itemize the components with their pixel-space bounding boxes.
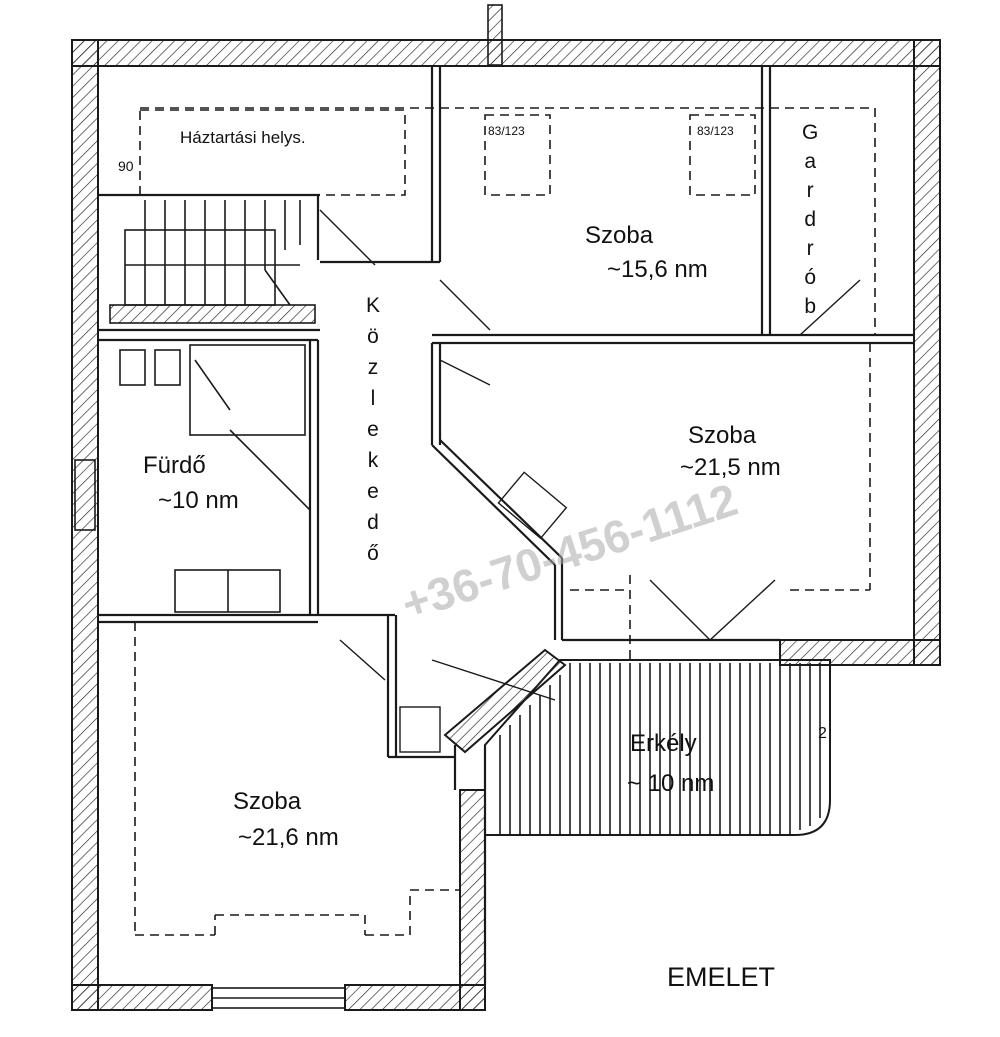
wardrobe-letter: b [804,295,817,318]
corridor-letter: ö [367,325,379,348]
balcony-floor [443,648,831,836]
wardrobe-letter: G [802,121,819,144]
dimension-note: 90 [118,158,134,174]
staircase [109,200,316,324]
wardrobe-letter: a [804,150,817,173]
door-swings [319,209,861,753]
corridor-letter: ő [367,542,379,565]
bedroom-right-area: ~21,5 nm [680,454,781,481]
dimension-note: 2 [818,725,827,742]
dashed-outlines [134,107,876,936]
floor-title: EMELET [667,962,776,992]
bedroom-left-name: Szoba [233,788,302,815]
corridor-letter: d [367,511,379,534]
wardrobe-letter: r [806,237,814,260]
dimension-note: 83/123 [488,124,525,138]
wardrobe-label: G a r d r ó b [802,122,818,317]
window-left [74,459,96,531]
interior-walls [98,66,914,985]
bedroom-top-name: Szoba [585,222,654,249]
corridor-letter: k [367,449,379,472]
bathroom-name: Fürdő [143,452,206,479]
wardrobe-letter: d [804,208,817,231]
chimney [487,4,503,66]
dimension-note: 83/123 [697,124,734,138]
corridor-label: K ö z l e k e d ő [366,295,380,564]
balcony-name: Erkély [630,730,697,757]
bedroom-right-name: Szoba [688,422,757,449]
wardrobe-letter: r [806,179,814,202]
utility-room-label: Háztartási helys. [180,128,306,147]
corridor-letter: z [367,356,379,379]
corridor-letter: e [367,418,379,441]
bathroom-area: ~10 nm [158,487,239,514]
corridor-letter: l [370,387,376,410]
wardrobe-letter: ó [804,266,817,289]
bedroom-left-area: ~21,6 nm [238,824,339,851]
balcony-area: ~ 10 nm [627,770,715,797]
window-bottom [211,987,346,1009]
bedroom-top-area: ~15,6 nm [607,256,708,283]
corridor-letter: e [367,480,379,503]
bathroom-fixtures [119,344,311,613]
corridor-letter: K [366,294,381,317]
